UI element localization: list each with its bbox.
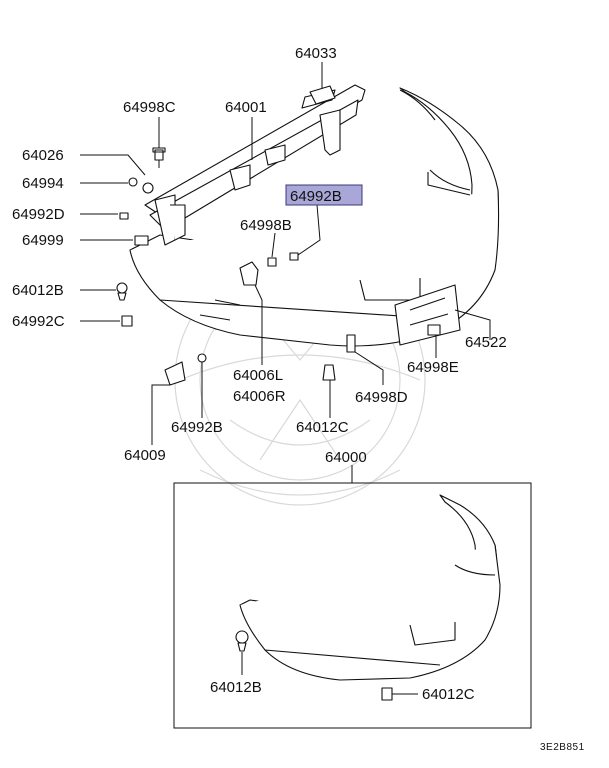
bumper-assembly (235, 494, 501, 701)
callout-64006R[interactable]: 64006R (233, 388, 286, 405)
callout-64992C[interactable]: 64992C (12, 313, 65, 330)
highlight-box (285, 184, 363, 206)
callout-64998E[interactable]: 64998E (407, 359, 459, 376)
callout-64522[interactable]: 64522 (465, 334, 507, 351)
callout-64994[interactable]: 64994 (22, 175, 64, 192)
part-labels: 64033 64998C 64001 64026 64994 64992B 64… (12, 45, 507, 466)
callout-64998D[interactable]: 64998D (355, 389, 408, 406)
callout-64992B-lower[interactable]: 64992B (171, 419, 223, 436)
callout-64000[interactable]: 64000 (325, 449, 367, 466)
callout-64009[interactable]: 64009 (124, 447, 166, 464)
assembly-box (173, 482, 532, 729)
callout-64012C-box[interactable]: 64012C (422, 686, 475, 703)
callout-64012B-box[interactable]: 64012B (210, 679, 262, 696)
callout-64992B-highlighted[interactable]: 64992B (290, 188, 342, 205)
callout-64026[interactable]: 64026 (22, 147, 64, 164)
figure-code: 3E2B851 (540, 742, 585, 753)
assembly-leaders (241, 652, 418, 695)
callout-64006L[interactable]: 64006L (233, 367, 283, 384)
callout-64012B-upper[interactable]: 64012B (12, 282, 64, 299)
callout-64001[interactable]: 64001 (225, 99, 267, 116)
callout-64998B[interactable]: 64998B (240, 217, 292, 234)
bumper-reinforcement (144, 84, 366, 246)
callout-64999[interactable]: 64999 (22, 232, 64, 249)
callout-64012C-mid[interactable]: 64012C (296, 419, 349, 436)
leader-lines (80, 62, 491, 483)
callout-64992D[interactable]: 64992D (12, 206, 65, 223)
callout-64998C[interactable]: 64998C (123, 99, 176, 116)
fastener-parts (116, 85, 461, 386)
callout-64033[interactable]: 64033 (295, 45, 337, 62)
